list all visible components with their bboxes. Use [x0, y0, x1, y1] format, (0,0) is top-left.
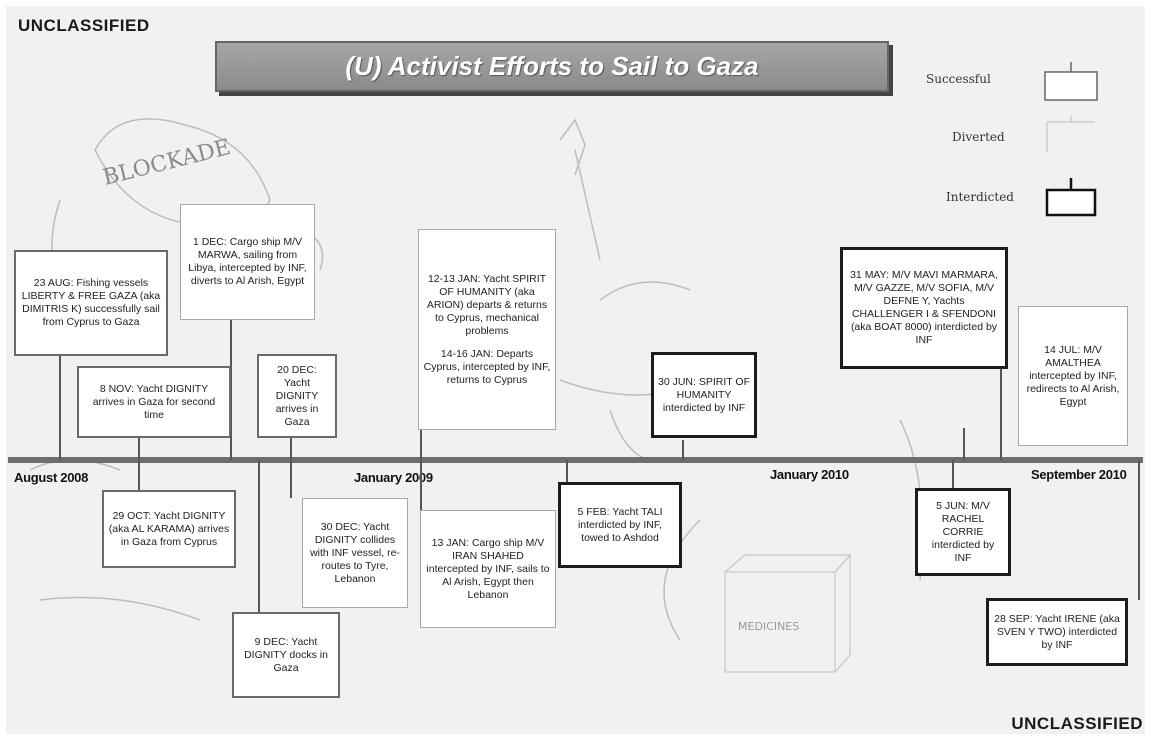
event-box-jul14: 14 JUL: M/V AMALTHEA intercepted by INF,… [1018, 306, 1128, 446]
timeline-label-jan-2010: January 2010 [770, 467, 849, 482]
page-title: (U) Activist Efforts to Sail to Gaza [345, 51, 758, 82]
event-text-dec9: 9 DEC: Yacht DIGNITY docks in Gaza [238, 636, 334, 675]
sketch-label-blockade: BLOCKADE [100, 135, 233, 191]
connector-dec30 [290, 460, 292, 498]
connector-feb5 [566, 460, 568, 482]
connector-aug23 [59, 356, 61, 460]
event-text-nov8: 8 NOV: Yacht DIGNITY arrives in Gaza for… [83, 383, 225, 422]
timeline-axis [8, 457, 1143, 463]
event-box-jan12: 12-13 JAN: Yacht SPIRIT OF HUMANITY (aka… [418, 229, 556, 430]
event-text-jun30: 30 JUN: SPIRIT OF HUMANITY interdicted b… [658, 376, 750, 415]
event-box-dec9: 9 DEC: Yacht DIGNITY docks in Gaza [232, 612, 340, 698]
connector-sep28 [1138, 460, 1140, 600]
legend-swatch-successful [1045, 62, 1097, 100]
event-box-sep28: 28 SEP: Yacht IRENE (aka SVEN Y TWO) int… [986, 598, 1128, 666]
connector-jan13 [420, 460, 422, 510]
event-box-dec30: 30 DEC: Yacht DIGNITY collides with INF … [302, 498, 408, 608]
event-box-may31: 31 MAY: M/V MAVI MARMARA, M/V GAZZE, M/V… [840, 247, 1008, 369]
connector-dec20 [290, 438, 292, 460]
connector-oct29 [138, 460, 140, 490]
event-box-feb5: 5 FEB: Yacht TALI interdicted by INF, to… [558, 482, 682, 568]
event-box-jan13: 13 JAN: Cargo ship M/V IRAN SHAHED inter… [420, 510, 556, 628]
event-text-jul14: 14 JUL: M/V AMALTHEA intercepted by INF,… [1023, 344, 1123, 409]
classification-bottom: UNCLASSIFIED [1011, 714, 1143, 734]
connector-dec9 [258, 460, 260, 612]
event-box-oct29: 29 OCT: Yacht DIGNITY (aka AL KARAMA) ar… [102, 490, 236, 568]
title-banner: (U) Activist Efforts to Sail to Gaza [215, 41, 889, 92]
sketch-label-medicines: MEDICINES [738, 620, 799, 633]
event-box-dec20: 20 DEC: Yacht DIGNITY arrives in Gaza [257, 354, 337, 438]
legend-swatch-diverted [1047, 116, 1095, 152]
event-box-jun5: 5 JUN: M/V RACHEL CORRIE interdicted by … [915, 488, 1011, 576]
event-text-sep28: 28 SEP: Yacht IRENE (aka SVEN Y TWO) int… [993, 613, 1121, 652]
timeline-label-sep-2010: September 2010 [1031, 467, 1127, 482]
connector-jan12 [420, 430, 422, 460]
legend-swatches [1035, 60, 1105, 220]
event-text-jan12: 12-13 JAN: Yacht SPIRIT OF HUMANITY (aka… [423, 273, 551, 338]
legend-label-successful: Successful [926, 72, 991, 86]
event-text-may31: 31 MAY: M/V MAVI MARMARA, M/V GAZZE, M/V… [847, 269, 1001, 347]
event-text-feb5: 5 FEB: Yacht TALI interdicted by INF, to… [565, 506, 675, 545]
timeline-label-aug-2008: August 2008 [14, 470, 88, 485]
legend-swatch-interdicted [1047, 178, 1095, 215]
event-text-jan13: 13 JAN: Cargo ship M/V IRAN SHAHED inter… [425, 537, 551, 602]
legend-label-diverted: Diverted [952, 130, 1005, 144]
event-text-dec1: 1 DEC: Cargo ship M/V MARWA, sailing fro… [185, 236, 310, 288]
connector-jun30 [682, 440, 684, 460]
event-box-dec1: 1 DEC: Cargo ship M/V MARWA, sailing fro… [180, 204, 315, 320]
classification-top: UNCLASSIFIED [18, 16, 150, 36]
event-box-nov8: 8 NOV: Yacht DIGNITY arrives in Gaza for… [77, 366, 231, 438]
event-box-aug23: 23 AUG: Fishing vessels LIBERTY & FREE G… [14, 250, 168, 356]
event-text-oct29: 29 OCT: Yacht DIGNITY (aka AL KARAMA) ar… [108, 510, 230, 549]
connector-nov8 [138, 438, 140, 460]
event-text-jun5: 5 JUN: M/V RACHEL CORRIE interdicted by … [922, 500, 1004, 565]
event-text-aug23: 23 AUG: Fishing vessels LIBERTY & FREE G… [20, 277, 162, 329]
event-text-dec30: 30 DEC: Yacht DIGNITY collides with INF … [307, 521, 403, 586]
connector-jun5 [952, 460, 954, 488]
connector-may31 [963, 428, 965, 460]
event-text-dec20: 20 DEC: Yacht DIGNITY arrives in Gaza [263, 364, 331, 429]
event-box-jun30: 30 JUN: SPIRIT OF HUMANITY interdicted b… [651, 352, 757, 438]
event-text-jan14: 14-16 JAN: Departs Cyprus, intercepted b… [423, 348, 551, 387]
legend-label-interdicted: Interdicted [946, 190, 1014, 204]
